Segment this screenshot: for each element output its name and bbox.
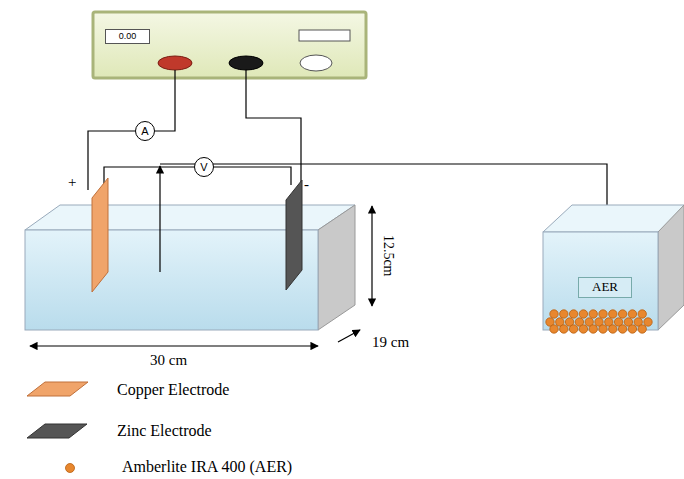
polarity-plus: + [68, 174, 76, 191]
transfer-line [160, 164, 607, 276]
resin-bead [569, 325, 577, 333]
resin-tank [543, 205, 684, 330]
resin-bead [550, 325, 558, 333]
resin-box: AER [578, 277, 632, 298]
legend-text: Zinc Electrode [117, 422, 212, 440]
resin-bead [644, 318, 652, 326]
resin-bead [638, 325, 646, 333]
resin-bead [618, 310, 626, 318]
resin-bead [618, 325, 626, 333]
resin-bead [599, 310, 607, 318]
resin-bead [579, 310, 587, 318]
length-dimension: 30 cm [150, 352, 187, 369]
power-supply [93, 12, 366, 78]
node-text: A [141, 125, 148, 137]
resin-bead [579, 325, 587, 333]
wires [88, 70, 301, 190]
zinc-swatch [27, 424, 87, 438]
resin-bead [599, 325, 607, 333]
resin-bead [609, 325, 617, 333]
node-text: V [200, 161, 207, 173]
voltmeter-symbol: V [194, 157, 214, 177]
height-dimension: 12.5cm [380, 235, 395, 277]
resin-bead [609, 310, 617, 318]
electrolysis-tank [25, 205, 355, 330]
display-readout: 0.00 [105, 29, 150, 44]
polarity-minus: - [304, 176, 309, 193]
node-text: AER [592, 280, 618, 294]
zinc-electrode [286, 180, 302, 290]
ammeter-symbol: A [135, 121, 155, 141]
copper-electrode [92, 178, 108, 292]
resin-bead [569, 310, 577, 318]
resin-bead [560, 325, 568, 333]
legend-text: Copper Electrode [117, 381, 229, 399]
resin-bead [589, 310, 597, 318]
resin-bead [589, 325, 597, 333]
resin-bead [550, 310, 558, 318]
resin-bead [628, 310, 636, 318]
resin-bead [638, 310, 646, 318]
node-text: 0.00 [119, 32, 137, 42]
copper-swatch [27, 382, 88, 396]
bead-swatch [66, 464, 75, 473]
resin-bead [628, 325, 636, 333]
legend-text: Amberlite IRA 400 (AER) [122, 458, 292, 476]
width-dimension: 19 cm [372, 334, 409, 351]
resin-beads [546, 310, 652, 333]
dimension-lines [30, 206, 372, 346]
resin-bead [560, 310, 568, 318]
